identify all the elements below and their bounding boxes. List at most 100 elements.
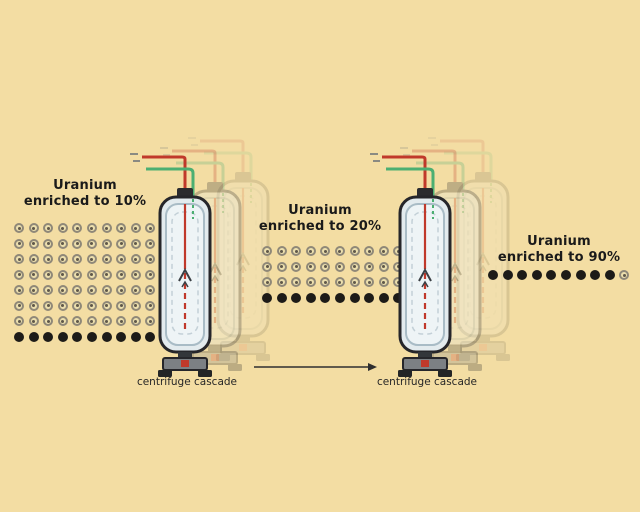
natural-uranium-dot bbox=[72, 223, 83, 233]
natural-uranium-dot bbox=[349, 246, 360, 256]
natural-uranium-dot bbox=[320, 246, 331, 256]
enriched-uranium-dot bbox=[305, 292, 316, 303]
natural-uranium-dot bbox=[116, 316, 127, 326]
natural-uranium-dot bbox=[364, 261, 375, 272]
natural-uranium-dot bbox=[116, 254, 127, 264]
natural-uranium-dot bbox=[28, 238, 39, 249]
natural-uranium-dot bbox=[130, 238, 141, 249]
natural-uranium-dot bbox=[86, 269, 97, 280]
natural-uranium-dot bbox=[378, 277, 389, 287]
enriched-uranium-dot bbox=[86, 331, 97, 342]
natural-uranium-dot bbox=[619, 270, 630, 280]
enriched-uranium-dot bbox=[531, 270, 542, 280]
natural-uranium-dot bbox=[14, 223, 24, 233]
natural-uranium-dot bbox=[145, 223, 156, 233]
stage-title-line: enriched to 90% bbox=[497, 250, 621, 266]
natural-uranium-dot bbox=[262, 277, 272, 287]
natural-uranium-dot bbox=[130, 223, 141, 233]
enriched-uranium-dot bbox=[393, 292, 404, 303]
cascade-label: centrifuge cascade bbox=[376, 376, 478, 388]
enriched-uranium-dot bbox=[488, 270, 498, 280]
natural-uranium-dot bbox=[364, 246, 375, 256]
natural-uranium-dot bbox=[57, 223, 68, 233]
natural-uranium-dot bbox=[349, 261, 360, 272]
enriched-uranium-dot bbox=[378, 292, 389, 303]
natural-uranium-dot bbox=[101, 300, 112, 311]
enriched-uranium-dot bbox=[291, 292, 302, 303]
uranium-dot-grid-20 bbox=[262, 246, 404, 303]
natural-uranium-dot bbox=[43, 254, 54, 264]
stage-title-10: Uranium enriched to 10% bbox=[5, 178, 165, 211]
natural-uranium-dot bbox=[101, 285, 112, 295]
natural-uranium-dot bbox=[43, 285, 54, 295]
uranium-dot-grid-10 bbox=[14, 223, 156, 342]
natural-uranium-dot bbox=[14, 300, 24, 311]
natural-uranium-dot bbox=[28, 223, 39, 233]
natural-uranium-dot bbox=[43, 269, 54, 280]
natural-uranium-dot bbox=[43, 223, 54, 233]
natural-uranium-dot bbox=[276, 261, 287, 272]
enriched-uranium-dot bbox=[517, 270, 528, 280]
natural-uranium-dot bbox=[57, 300, 68, 311]
natural-uranium-dot bbox=[14, 316, 24, 326]
natural-uranium-dot bbox=[57, 285, 68, 295]
enriched-uranium-dot bbox=[334, 292, 345, 303]
stage-title-line: enriched to 20% bbox=[258, 219, 382, 235]
natural-uranium-dot bbox=[14, 269, 24, 280]
natural-uranium-dot bbox=[334, 277, 345, 287]
enriched-uranium-dot bbox=[575, 270, 586, 280]
enriched-uranium-dot bbox=[28, 331, 39, 342]
stage-title-line: Uranium bbox=[288, 203, 352, 218]
stage-title-line: Uranium bbox=[527, 234, 591, 249]
natural-uranium-dot bbox=[57, 238, 68, 249]
centrifuge-icon bbox=[130, 152, 214, 379]
natural-uranium-dot bbox=[320, 277, 331, 287]
natural-uranium-dot bbox=[262, 261, 272, 272]
enriched-uranium-dot bbox=[116, 331, 127, 342]
enriched-uranium-dot bbox=[320, 292, 331, 303]
natural-uranium-dot bbox=[28, 269, 39, 280]
enriched-uranium-dot bbox=[130, 331, 141, 342]
uranium-dot-grid-90 bbox=[488, 270, 630, 280]
natural-uranium-dot bbox=[86, 300, 97, 311]
natural-uranium-dot bbox=[145, 238, 156, 249]
natural-uranium-dot bbox=[86, 238, 97, 249]
natural-uranium-dot bbox=[378, 261, 389, 272]
natural-uranium-dot bbox=[130, 254, 141, 264]
enriched-uranium-dot bbox=[14, 331, 24, 342]
enriched-uranium-dot bbox=[590, 270, 601, 280]
natural-uranium-dot bbox=[349, 277, 360, 287]
flow-arrow-icon bbox=[254, 363, 377, 371]
natural-uranium-dot bbox=[14, 238, 24, 249]
stage-title-20: Uranium enriched to 20% bbox=[245, 203, 395, 236]
stage-title-line: Uranium bbox=[53, 178, 117, 193]
natural-uranium-dot bbox=[305, 261, 316, 272]
natural-uranium-dot bbox=[276, 277, 287, 287]
natural-uranium-dot bbox=[28, 316, 39, 326]
enriched-uranium-dot bbox=[502, 270, 513, 280]
natural-uranium-dot bbox=[291, 261, 302, 272]
natural-uranium-dot bbox=[72, 254, 83, 264]
natural-uranium-dot bbox=[276, 246, 287, 256]
natural-uranium-dot bbox=[72, 269, 83, 280]
natural-uranium-dot bbox=[145, 285, 156, 295]
natural-uranium-dot bbox=[43, 316, 54, 326]
natural-uranium-dot bbox=[86, 223, 97, 233]
enriched-uranium-dot bbox=[262, 292, 272, 303]
natural-uranium-dot bbox=[145, 269, 156, 280]
enriched-uranium-dot bbox=[57, 331, 68, 342]
natural-uranium-dot bbox=[57, 254, 68, 264]
enriched-uranium-dot bbox=[364, 292, 375, 303]
enriched-uranium-dot bbox=[43, 331, 54, 342]
natural-uranium-dot bbox=[28, 285, 39, 295]
centrifuge-icon bbox=[370, 152, 454, 379]
enriched-uranium-dot bbox=[145, 331, 156, 342]
natural-uranium-dot bbox=[145, 316, 156, 326]
natural-uranium-dot bbox=[145, 300, 156, 311]
natural-uranium-dot bbox=[72, 238, 83, 249]
natural-uranium-dot bbox=[291, 246, 302, 256]
natural-uranium-dot bbox=[43, 238, 54, 249]
natural-uranium-dot bbox=[116, 223, 127, 233]
natural-uranium-dot bbox=[101, 269, 112, 280]
